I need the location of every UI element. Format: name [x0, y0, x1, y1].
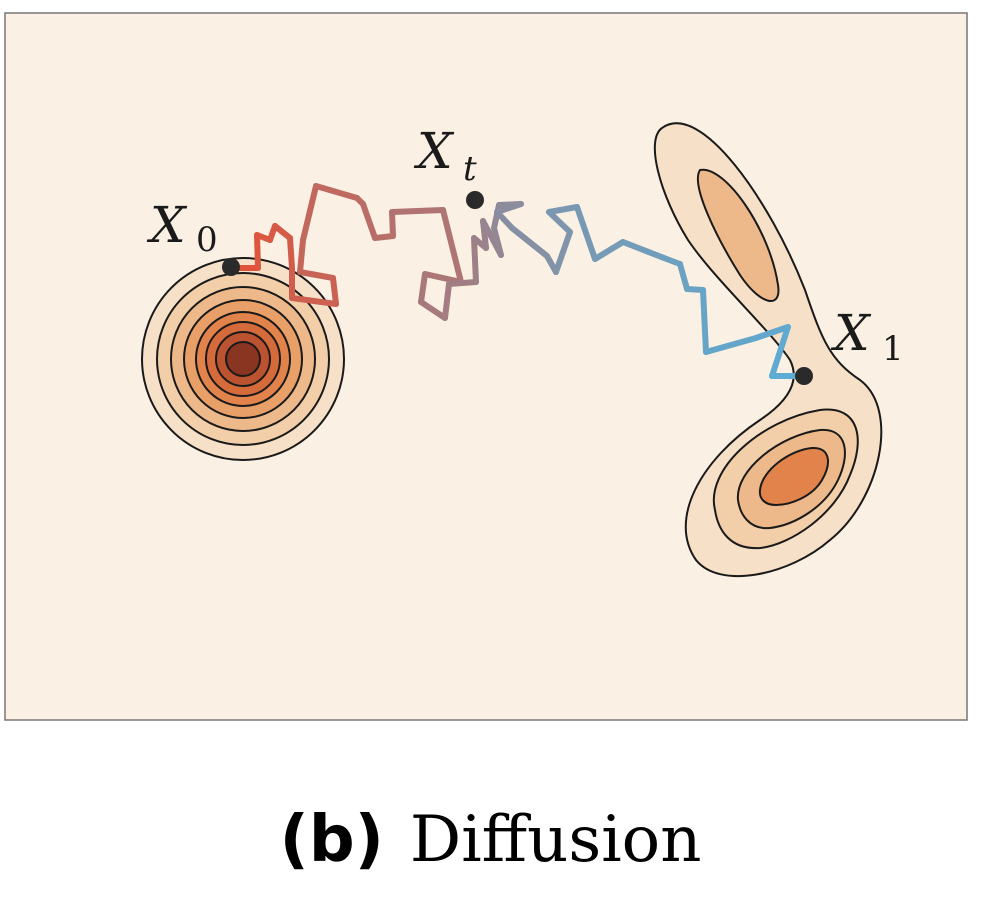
trajectory-segment — [620, 239, 667, 261]
diffusion-figure: X 0 X t X 1 — [4, 12, 968, 721]
trajectory-segment — [703, 335, 759, 355]
x0-point — [222, 258, 240, 276]
svg-text:X: X — [413, 122, 455, 180]
trajectory-segment — [494, 209, 515, 231]
trajectory-segment — [297, 237, 306, 275]
trajectory-segment — [313, 183, 360, 201]
x1-point — [795, 367, 813, 385]
caption-tag: (b) — [279, 803, 384, 877]
source-contour-ring — [225, 341, 261, 377]
trajectory-segment — [753, 324, 791, 341]
lower-lobe-contour-3 — [758, 446, 829, 507]
trajectory-segment — [509, 225, 550, 259]
trajectory-segment — [418, 271, 428, 305]
trajectory-segment — [494, 201, 524, 215]
svg-text:1: 1 — [882, 329, 904, 369]
trajectory-segment — [289, 295, 339, 307]
svg-text:X: X — [146, 196, 188, 254]
trajectory-segment — [300, 183, 319, 243]
trajectory-segment — [297, 269, 336, 281]
trajectory-segment — [471, 235, 479, 285]
trajectory-segment — [553, 229, 573, 275]
trajectory-segment — [287, 235, 295, 271]
trajectory-segment — [769, 324, 791, 379]
upper-lobe-inner-contour — [696, 168, 780, 302]
trajectory-segment — [389, 209, 396, 239]
trajectory-segment — [330, 275, 339, 307]
trajectory-segment — [440, 207, 464, 285]
x0-label: X 0 — [146, 196, 218, 260]
trajectory-segment — [272, 223, 293, 241]
trajectory-segment — [446, 279, 479, 287]
svg-text:0: 0 — [196, 220, 218, 260]
trajectory-segment — [700, 287, 709, 355]
trajectory-segment — [574, 204, 598, 262]
xt-label: X t — [413, 122, 477, 189]
source-distribution-contours — [141, 257, 345, 461]
trajectory-segment — [360, 201, 378, 241]
trajectory-segment — [372, 233, 396, 241]
svg-text:t: t — [463, 149, 477, 189]
trajectory-segment — [677, 261, 690, 292]
trajectory-segment — [491, 225, 504, 258]
target-distribution-contours — [653, 122, 883, 578]
trajectory-segment — [254, 232, 261, 271]
trajectory-segment — [389, 207, 446, 215]
trajectory-segment — [592, 239, 626, 262]
trajectory-segment — [418, 299, 448, 321]
trajectory-segment — [546, 209, 573, 235]
svg-text:X: X — [830, 304, 872, 362]
figure-caption: (b)Diffusion — [0, 808, 981, 872]
trajectory-segment — [546, 204, 580, 215]
x1-label: X 1 — [830, 304, 904, 369]
diffusion-trajectory — [237, 183, 803, 379]
caption-title: Diffusion — [409, 803, 702, 877]
trajectory-segment — [442, 281, 452, 321]
xt-point — [466, 191, 484, 209]
